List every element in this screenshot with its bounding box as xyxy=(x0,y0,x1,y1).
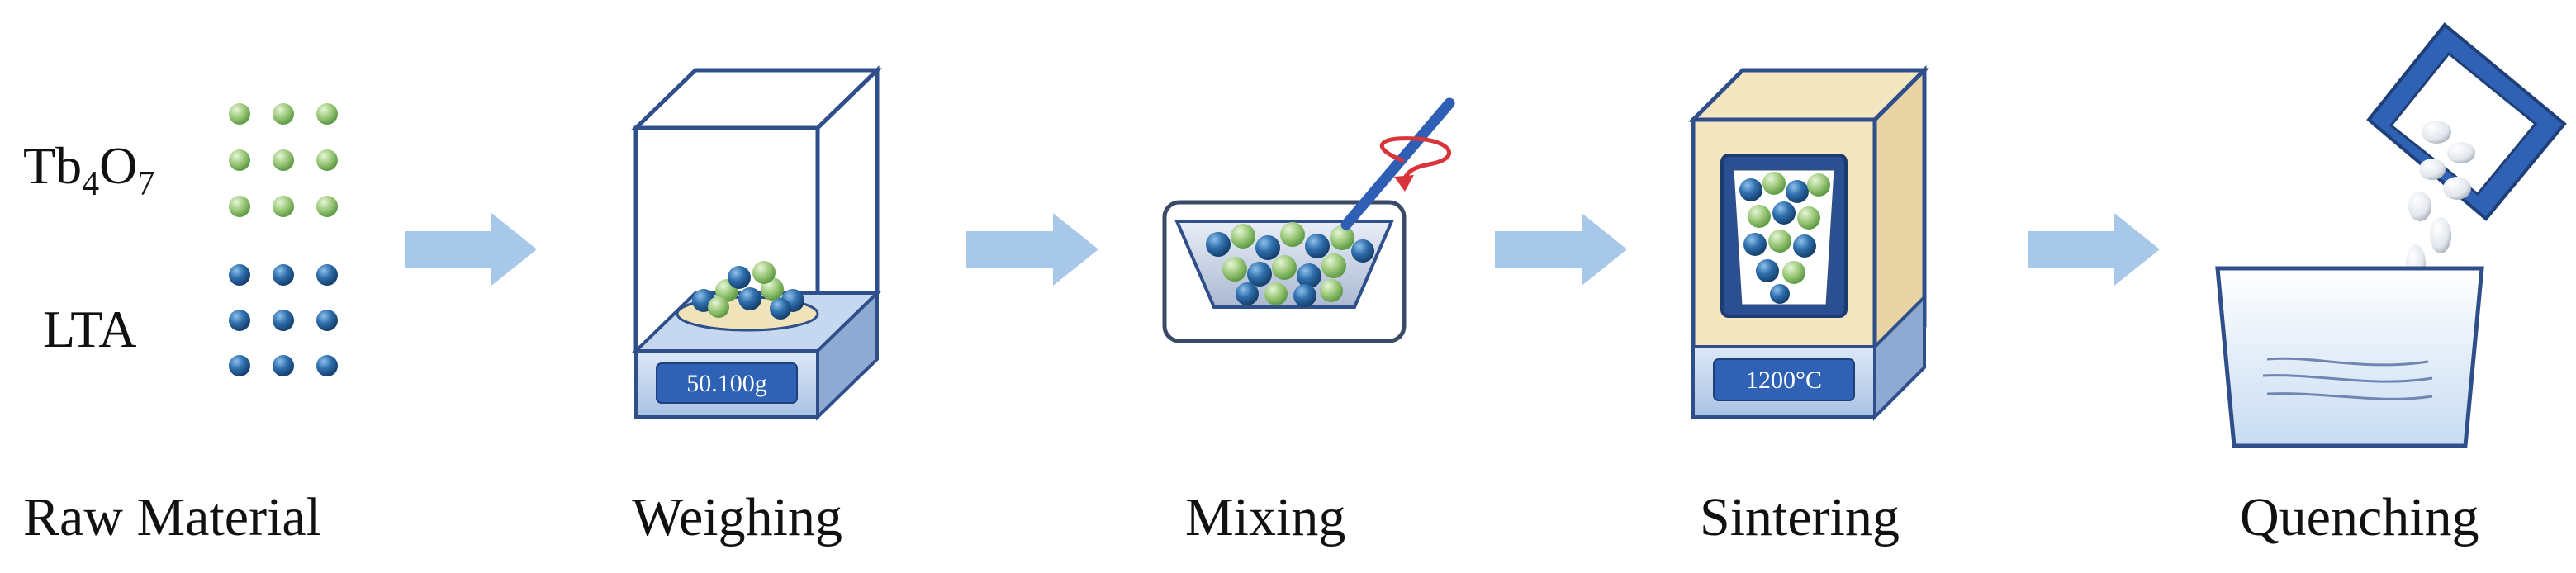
material-label-tb4o7: Tb4O7 xyxy=(23,136,154,203)
right-arrow-icon xyxy=(966,213,1098,286)
furnace-readout: 1200°C xyxy=(1746,367,1822,394)
furnace-icon: 1200°C xyxy=(1687,64,1930,421)
right-arrow-icon xyxy=(2028,213,2160,286)
weighed-particles xyxy=(692,261,804,320)
right-arrow-icon xyxy=(1495,213,1627,286)
stage-label-raw-material: Raw Material xyxy=(23,487,321,547)
green-particle-grid xyxy=(229,103,338,217)
mixed-particles xyxy=(1206,222,1374,307)
right-arrow-icon xyxy=(405,213,537,286)
balance-readout: 50.100g xyxy=(686,370,767,397)
raw-material-stage: Tb4O7 LTA Raw Material xyxy=(23,103,338,547)
sintering-stage: 1200°C Sintering xyxy=(1687,64,1930,547)
mixing-bowl-icon xyxy=(1162,200,1407,343)
mixing-stage: Mixing xyxy=(1162,97,1455,547)
stage-label-sintering: Sintering xyxy=(1700,487,1900,547)
material-label-lta: LTA xyxy=(43,300,136,358)
stage-label-mixing: Mixing xyxy=(1185,487,1345,547)
stage-label-weighing: Weighing xyxy=(632,487,842,547)
stage-label-quenching: Quenching xyxy=(2240,487,2479,547)
rotation-arrow-icon xyxy=(1379,136,1452,192)
stirrer-icon xyxy=(1340,97,1455,230)
balance-icon: 50.100g xyxy=(630,65,883,421)
weighing-stage: 50.100g Weighing xyxy=(630,65,883,547)
blue-particle-grid xyxy=(229,264,338,376)
tray-icon xyxy=(2215,266,2484,448)
sintered-particles xyxy=(1739,172,1830,304)
quenching-stage: Quenching xyxy=(2215,22,2567,547)
